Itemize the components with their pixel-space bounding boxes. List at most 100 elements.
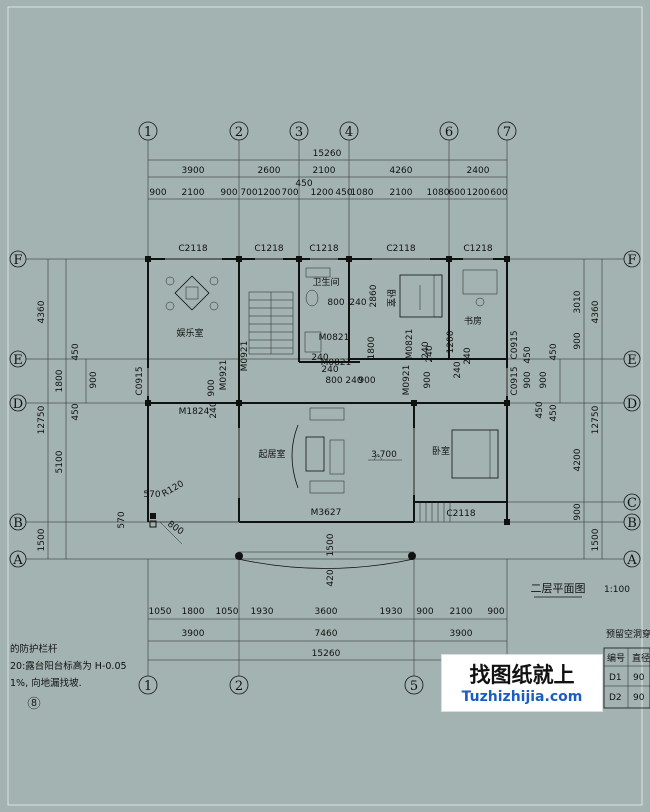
svg-text:240: 240 [209,401,219,418]
svg-text:M0821: M0821 [321,358,352,368]
svg-text:D2: D2 [609,693,622,703]
svg-text:1930: 1930 [251,607,274,617]
svg-text:4360: 4360 [591,300,601,323]
inner-dimensions: 800 240 2860 1800 240 1200 800 240 900 9… [117,284,545,537]
dim-top-total: 15260 [313,149,342,159]
radius-label: R120 [161,479,187,500]
svg-text:1500: 1500 [591,528,601,551]
svg-text:M0921: M0921 [219,360,229,391]
room-study: 书房 [464,315,482,327]
svg-text:M0921: M0921 [240,341,250,372]
svg-text:450: 450 [549,404,559,421]
svg-text:600: 600 [490,188,507,198]
svg-text:F: F [627,253,636,268]
svg-text:450: 450 [335,188,352,198]
svg-text:1800: 1800 [182,607,205,617]
svg-text:F: F [13,253,22,268]
svg-text:5: 5 [410,679,418,694]
top-axis-bubbles: 1 2 3 4 6 7 [138,121,517,141]
svg-text:570: 570 [143,490,160,500]
study-desk [462,269,498,307]
svg-text:3900: 3900 [182,166,205,176]
svg-text:2100: 2100 [450,607,473,617]
svg-text:900: 900 [523,371,533,388]
room-bedroom-1: 卧室 [385,289,397,307]
dims-right: 4360 12750 1500 3010 450 900 900 450 420… [539,290,601,551]
svg-text:240: 240 [421,341,431,358]
svg-text:450: 450 [549,343,559,360]
svg-text:2100: 2100 [390,188,413,198]
svg-text:1080: 1080 [351,188,374,198]
dims-top-row3: 900 2100 900 700 1200 700 1200 450 1080 … [149,188,507,198]
svg-text:A: A [626,553,637,568]
watermark-cn: 找图纸就上 [469,663,575,687]
svg-text:B: B [13,516,23,531]
door-labels: M0921 M0821 M0821 M0821 M0921 M0921 M182… [135,329,520,519]
svg-text:4260: 4260 [390,166,413,176]
svg-text:240: 240 [425,345,435,362]
svg-text:900: 900 [149,188,166,198]
svg-text:1050: 1050 [216,607,239,617]
svg-text:240: 240 [345,376,362,386]
svg-text:C2118: C2118 [178,244,207,254]
svg-text:3900: 3900 [450,629,473,639]
room-bathroom: 卫生间 [312,276,339,288]
svg-text:1%, 向地漏找坡.: 1%, 向地漏找坡. [10,677,82,689]
svg-text:900: 900 [487,607,504,617]
svg-text:1800: 1800 [367,336,377,359]
svg-text:2100: 2100 [313,166,336,176]
svg-text:1050: 1050 [149,607,172,617]
windows [147,258,508,498]
svg-text:1080: 1080 [427,188,450,198]
svg-text:C0915: C0915 [135,366,145,395]
room-labels: 娱乐室 卫生间 卧室 书房 起居室 卧室 [176,276,482,460]
svg-text:900: 900 [573,503,583,520]
svg-text:编号: 编号 [607,652,625,664]
svg-text:M3627: M3627 [311,508,342,518]
axis-top-1: 1 [144,125,152,140]
elevation-marker: 3.700 [368,450,402,461]
svg-text:C1218: C1218 [463,244,492,254]
svg-text:12750: 12750 [591,405,601,434]
balcony-railings [148,502,451,569]
game-table [165,275,219,311]
svg-text:900: 900 [573,332,583,349]
svg-text:900: 900 [89,371,99,388]
room-bedroom-2: 卧室 [432,445,450,457]
columns [145,256,510,525]
svg-text:的防护栏杆: 的防护栏杆 [10,643,58,655]
svg-text:C1218: C1218 [309,244,338,254]
room-living: 起居室 [258,448,285,460]
watermark-en: Tuzhizhijia.com [461,689,583,705]
svg-text:900: 900 [358,376,375,386]
svg-text:E: E [13,353,23,368]
drawing-scale: 1:100 [604,585,630,595]
svg-text:600: 600 [448,188,465,198]
dims-bottom-row1: 1050 1800 1050 1930 3600 1930 900 2100 9… [149,607,505,617]
bed-1 [399,274,443,318]
svg-text:C0915: C0915 [510,330,520,359]
axis-top-7: 7 [503,125,511,140]
svg-text:C0915: C0915 [510,366,520,395]
dims-left: 4360 12750 1500 450 1800 900 450 5100 [37,300,99,551]
svg-text:C2118: C2118 [446,509,475,519]
svg-text:900: 900 [220,188,237,198]
dims-top-row2: 3900 2600 2100 4260 2400 [182,166,490,176]
svg-text:4200: 4200 [573,448,583,471]
bed-2 [451,429,499,479]
svg-text:1200: 1200 [467,188,490,198]
axis-top-6: 6 [445,125,453,140]
dims-bottom-row2: 3900 7460 3900 [182,629,473,639]
svg-text:直径: 直径 [632,652,650,664]
svg-text:800: 800 [325,376,342,386]
svg-text:900: 900 [423,371,433,388]
svg-text:12750: 12750 [37,405,47,434]
drawing-title: 二层平面图 [531,582,586,595]
dim-bottom-1500: 1500 [326,533,336,556]
svg-text:240: 240 [321,365,338,375]
svg-text:900: 900 [539,371,549,388]
svg-text:5100: 5100 [55,450,65,473]
svg-text:20:露台阳台标高为 H-0.05: 20:露台阳台标高为 H-0.05 [10,660,127,672]
svg-text:3010: 3010 [573,290,583,313]
svg-text:预留空洞穿: 预留空洞穿 [606,628,650,640]
